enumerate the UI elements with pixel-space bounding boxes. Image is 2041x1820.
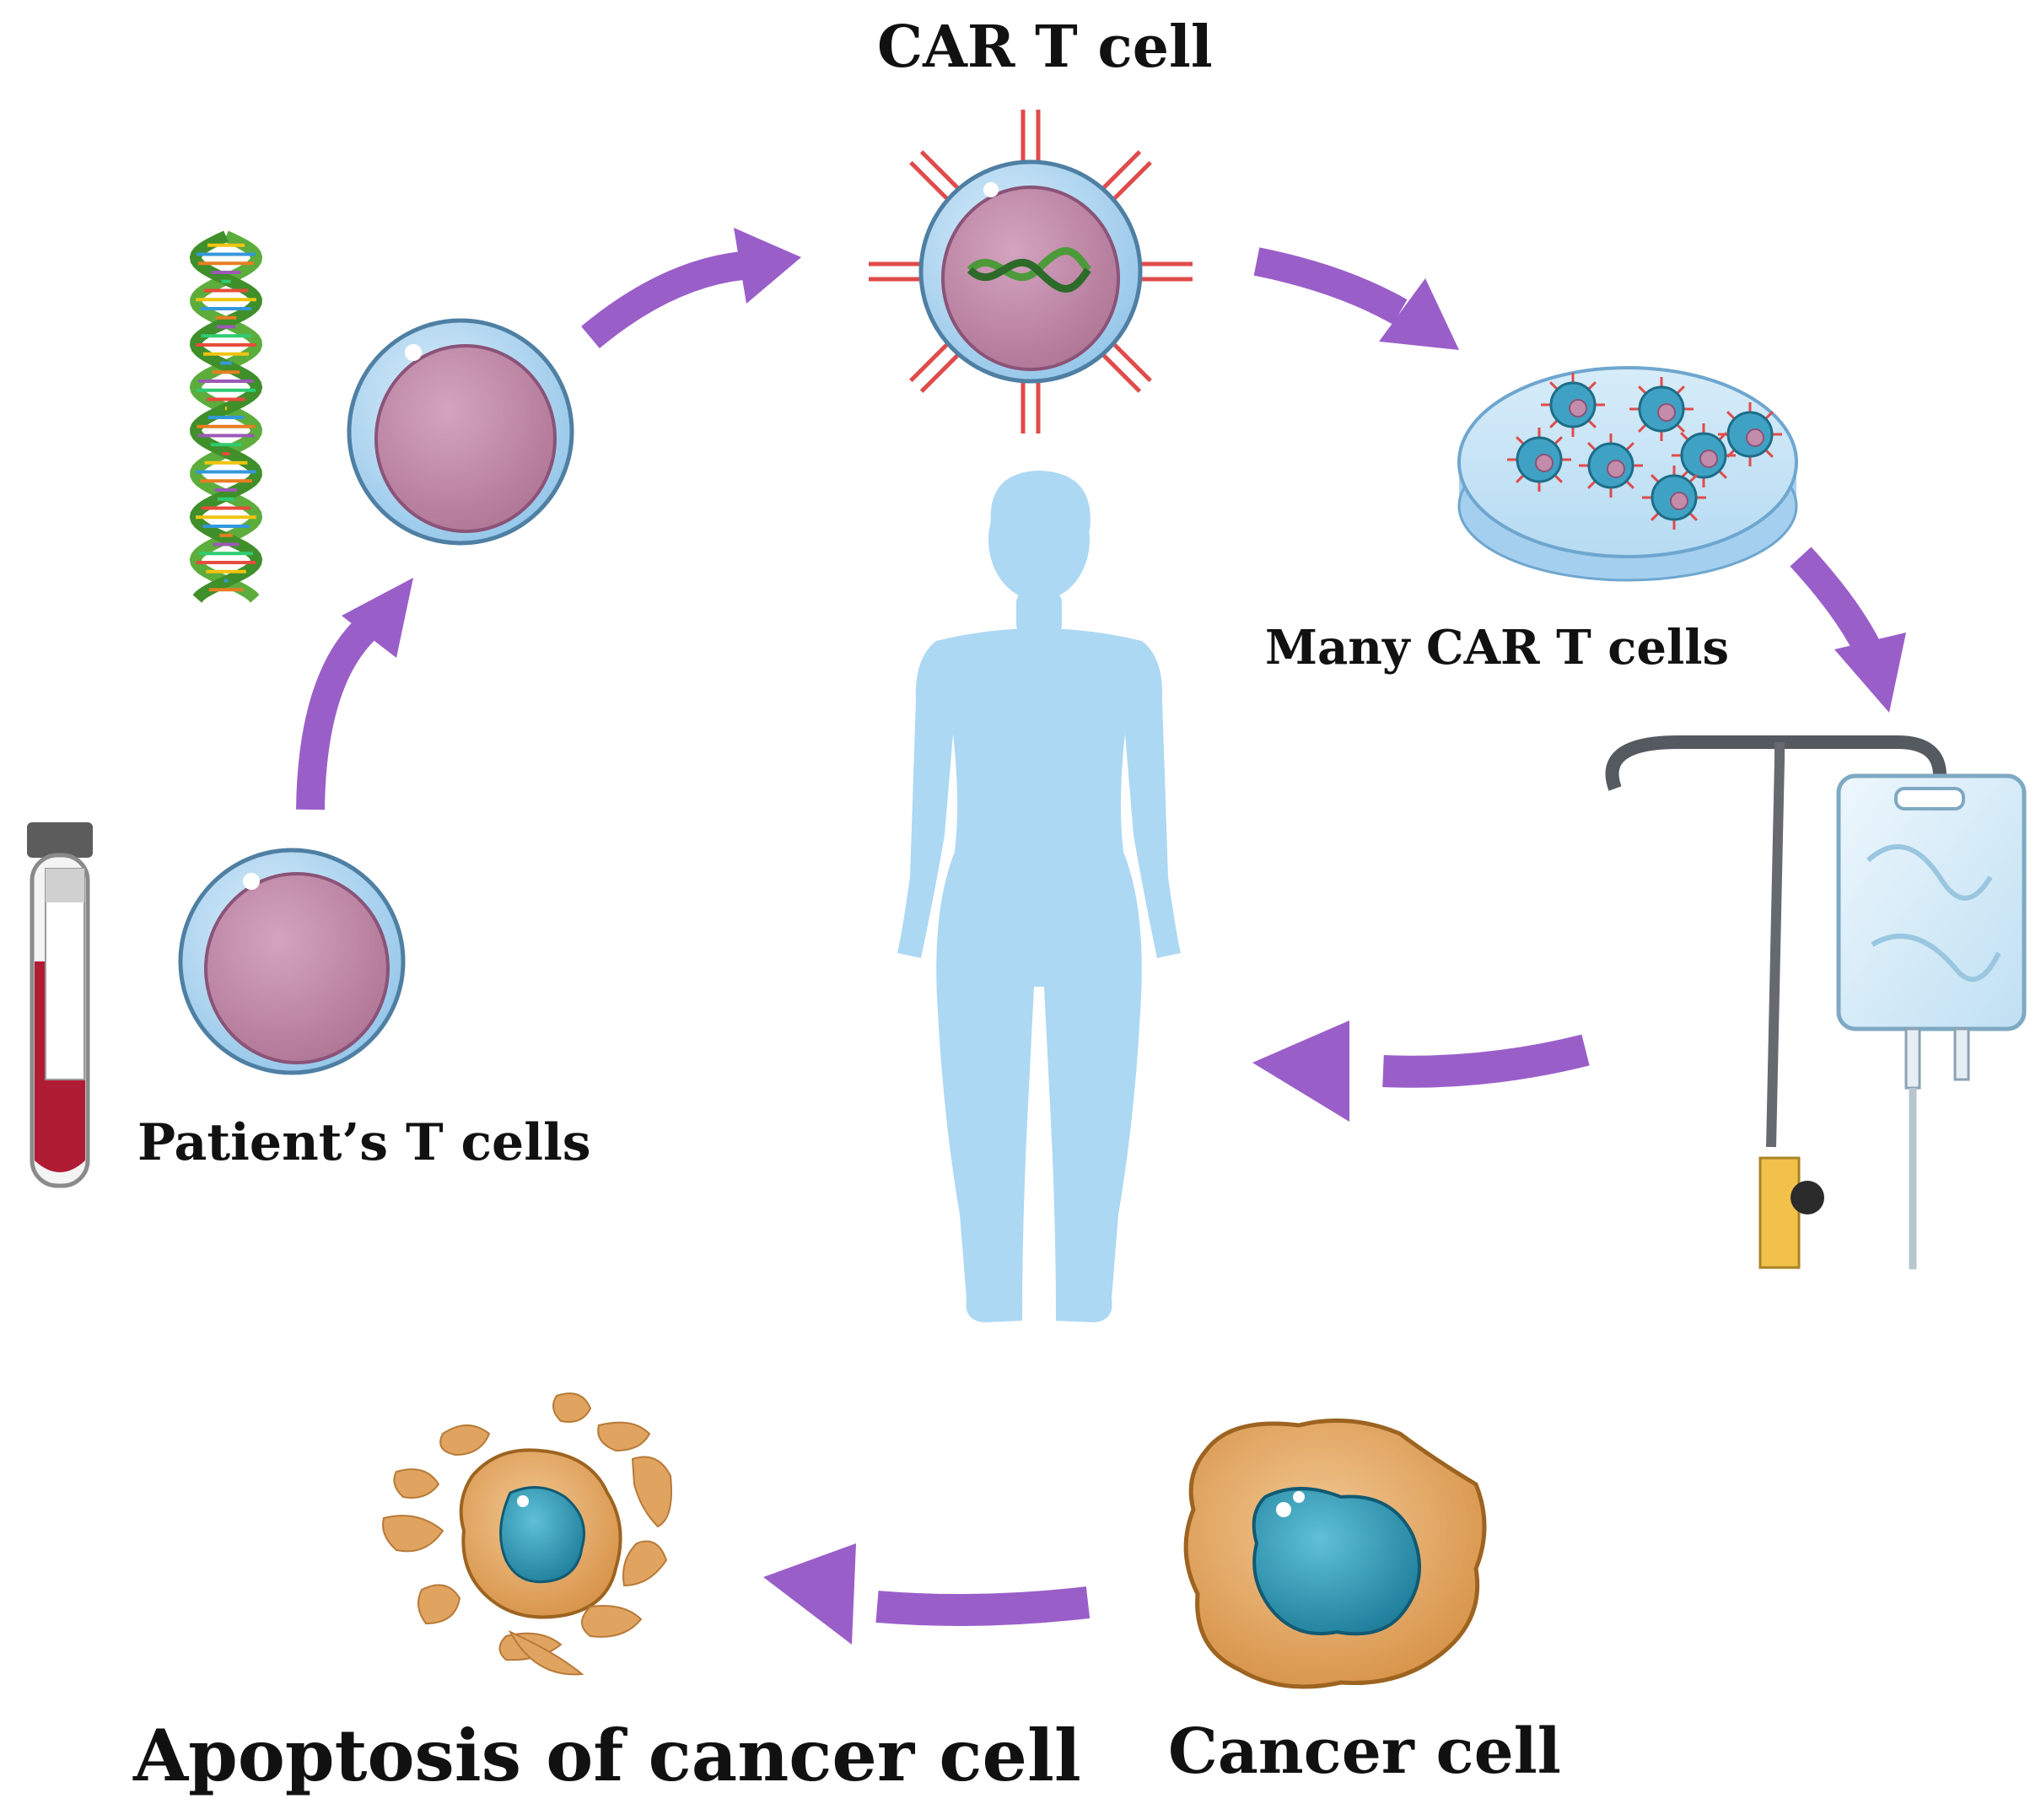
many-car-t-cells-label: Many CAR T cells — [1265, 620, 1730, 676]
blood-tube-icon — [27, 822, 93, 1188]
arrow-dish-to-iv — [1790, 547, 1906, 713]
car-t-cell-icon — [869, 110, 1193, 433]
patients-t-cells-label: Patient’s T cells — [137, 1113, 591, 1172]
arrow-cell-to-car — [581, 228, 801, 349]
petri-dish-icon — [1457, 366, 1798, 582]
patient-t-cell — [178, 848, 406, 1075]
transduced-t-cell — [347, 318, 574, 546]
arrow-cancer-to-apoptosis — [763, 1543, 1091, 1645]
cancer-cell-icon — [1183, 1418, 1487, 1689]
arrow-car-to-dish — [1253, 247, 1459, 350]
apoptosis-label: Apoptosis of cancer cell — [133, 1714, 1081, 1797]
arrow-iv-to-body — [1252, 1020, 1590, 1122]
cancer-cell-label: Cancer cell — [1168, 1715, 1561, 1788]
iv-infusion-stand-icon — [1605, 735, 2027, 1269]
dna-helix-icon — [189, 230, 263, 603]
patient-body-silhouette — [897, 471, 1181, 1322]
car-t-cell-label: CAR T cell — [877, 13, 1213, 81]
apoptotic-cell-icon — [382, 1392, 672, 1676]
arrow-tube-to-cell — [296, 578, 413, 810]
